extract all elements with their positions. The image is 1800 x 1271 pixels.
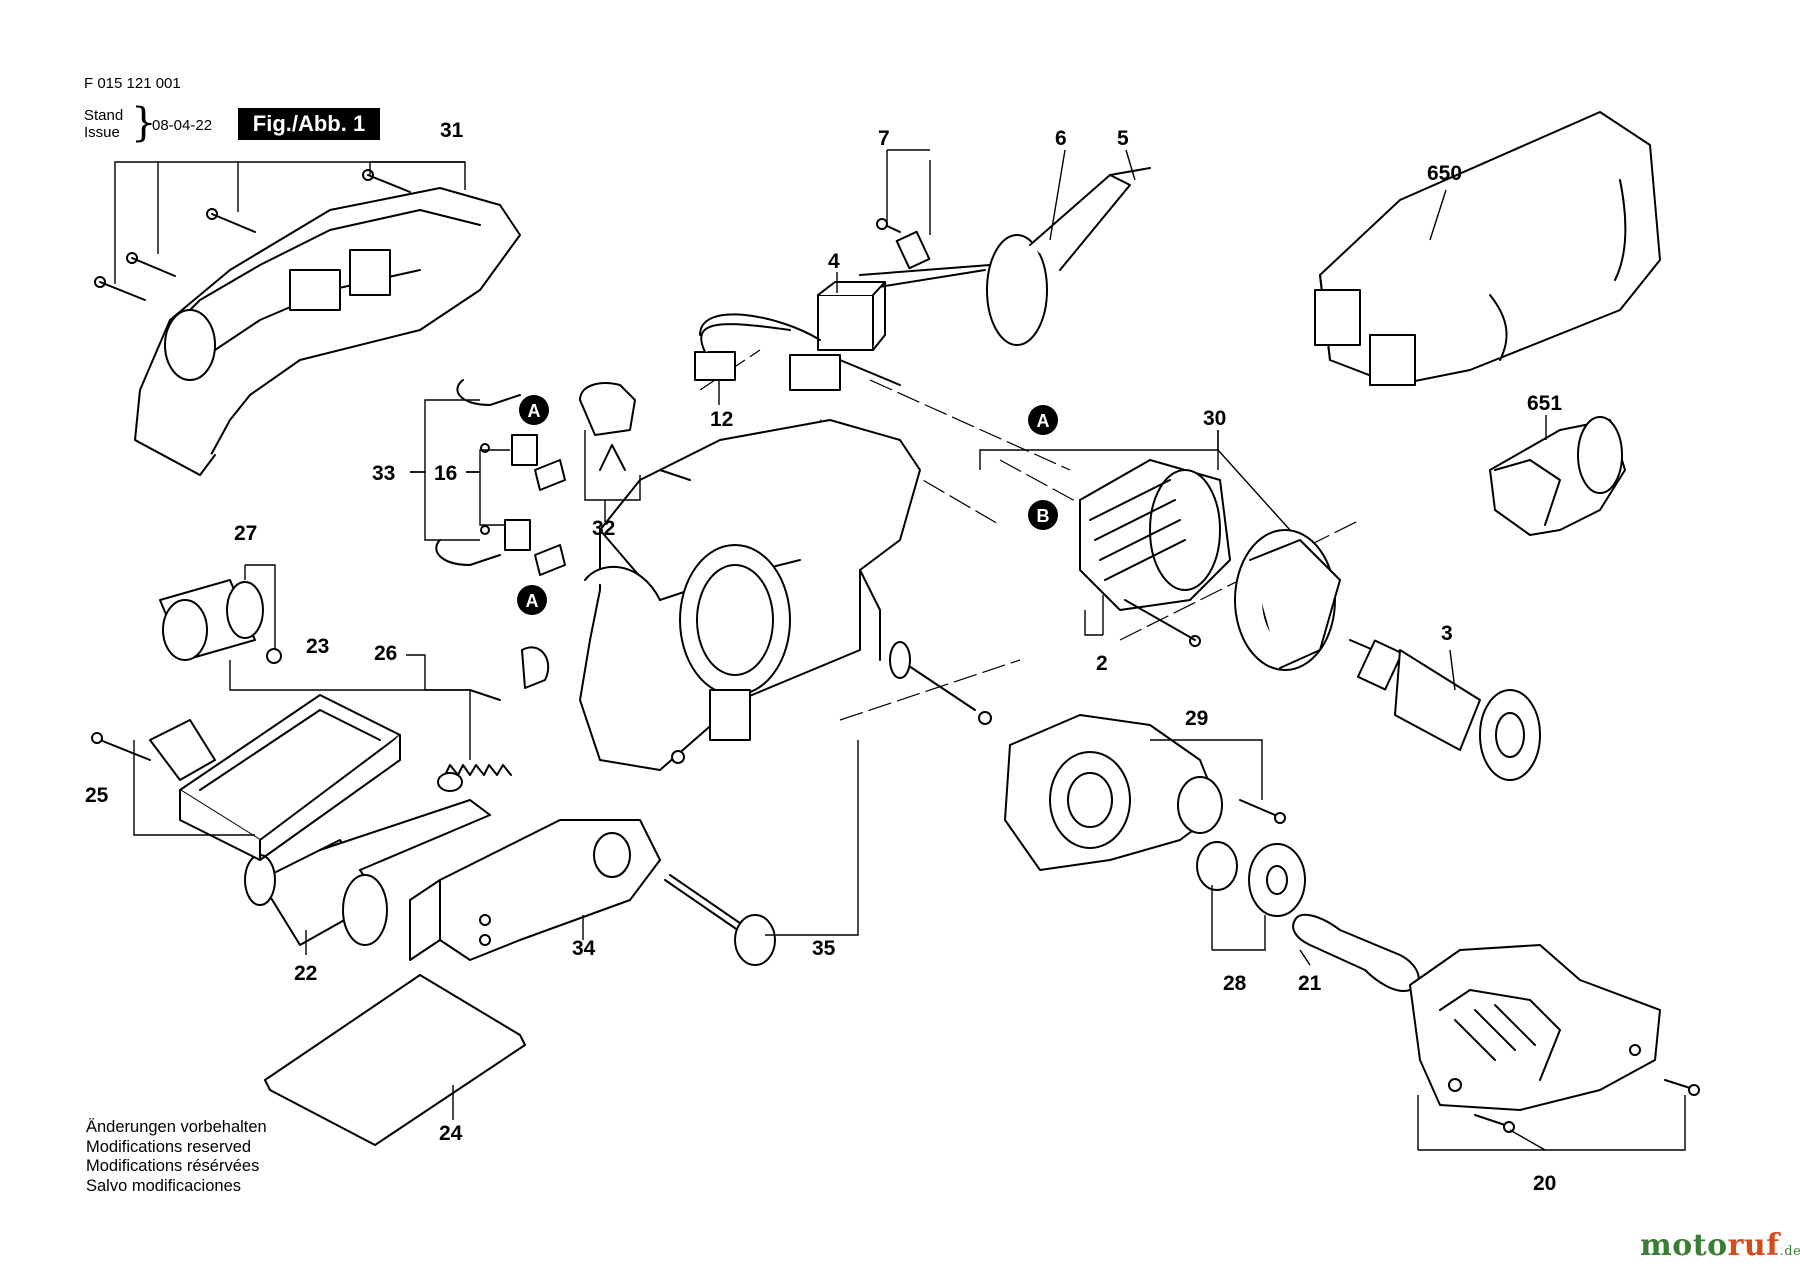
part-number: 32	[592, 517, 615, 540]
part-number: 22	[294, 962, 317, 985]
part-number-labels: 31 7 6 5 4 12 650 651 30 2 3 29 28 21 20…	[85, 119, 1562, 1195]
marker-b: B	[1028, 500, 1058, 530]
part-number: 24	[439, 1122, 463, 1145]
long-screw-part	[1124, 599, 1201, 647]
part-number: 3	[1441, 622, 1453, 645]
document-number: F 015 121 001	[84, 75, 181, 92]
part-number: 35	[812, 937, 836, 960]
marker-a: A	[517, 585, 547, 615]
part-number: 23	[306, 635, 329, 658]
adapter-part	[1489, 416, 1626, 536]
svg-text:B: B	[1037, 506, 1050, 526]
leader-lines	[114, 149, 1686, 1151]
cable-clamp-part	[876, 218, 931, 270]
gear-part	[1196, 841, 1306, 917]
logo-text-b: ruf	[1727, 1228, 1780, 1263]
marker-a: A	[1028, 405, 1058, 435]
issue-date: 08-04-22	[152, 117, 213, 134]
issue-label: Issue	[84, 124, 120, 141]
capacitor-part	[694, 323, 791, 381]
note-line: Änderungen vorbehalten	[86, 1118, 267, 1136]
marker-a: A	[519, 395, 549, 425]
part-number: 30	[1203, 407, 1226, 430]
armature-part	[1349, 639, 1541, 781]
spring-part	[437, 646, 550, 792]
drive-shaft-part	[664, 641, 992, 966]
brush-cap-part	[579, 382, 691, 481]
connection-markers: A A A B	[517, 395, 1058, 615]
platen-support-part	[91, 694, 401, 861]
svg-text:A: A	[1037, 411, 1050, 431]
part-number: 7	[878, 127, 890, 150]
stand-label: Stand	[84, 107, 124, 124]
svg-text:A: A	[526, 591, 539, 611]
part-number: 28	[1223, 972, 1247, 995]
roller-part	[244, 799, 491, 946]
part-number: 4	[828, 250, 840, 273]
base-plate-part	[264, 974, 526, 1146]
screw-part	[94, 169, 411, 301]
part-number: 6	[1055, 127, 1067, 150]
part-number: 651	[1527, 392, 1562, 415]
gear-housing-part	[1004, 714, 1286, 871]
part-number: 25	[85, 784, 109, 807]
note-line: Salvo modificaciones	[86, 1176, 241, 1195]
figure-badge: Fig./Abb. 1	[238, 108, 380, 140]
part-number: 34	[572, 937, 596, 960]
dust-bag-part	[1314, 111, 1661, 386]
logo-tld: .de	[1779, 1244, 1800, 1259]
note-line: Modifications reserved	[86, 1137, 252, 1156]
part-number: 2	[1096, 652, 1108, 675]
belt-carrier-part	[409, 819, 661, 961]
note-line: Modifications résérvées	[86, 1157, 260, 1175]
part-number: 33	[372, 462, 395, 485]
part-number: 5	[1117, 127, 1129, 150]
part-number: 12	[710, 408, 733, 431]
part-number: 31	[440, 119, 464, 142]
part-number: 29	[1185, 707, 1208, 730]
part-number: 26	[374, 642, 397, 665]
brush-holder-part	[435, 379, 566, 576]
part-number: 21	[1298, 972, 1322, 995]
brace-glyph: }	[131, 100, 157, 146]
fan-baffle-part	[1234, 529, 1341, 671]
part-number: 20	[1533, 1172, 1556, 1195]
logo-text-a: moto	[1640, 1228, 1728, 1263]
modification-notes: Änderungen vorbehalten Modifications res…	[86, 1118, 267, 1196]
part-number: 650	[1427, 162, 1462, 185]
part-number: 27	[234, 522, 257, 545]
watermark-logo: motoruf.de	[1640, 1228, 1800, 1263]
cylinder-part	[159, 579, 282, 664]
motor-housing-part	[579, 419, 921, 771]
field-winding-part	[1079, 459, 1231, 611]
part-number: 16	[434, 462, 457, 485]
svg-text:A: A	[528, 401, 541, 421]
housing-half-part	[134, 187, 521, 476]
end-cover-part	[1409, 944, 1700, 1133]
